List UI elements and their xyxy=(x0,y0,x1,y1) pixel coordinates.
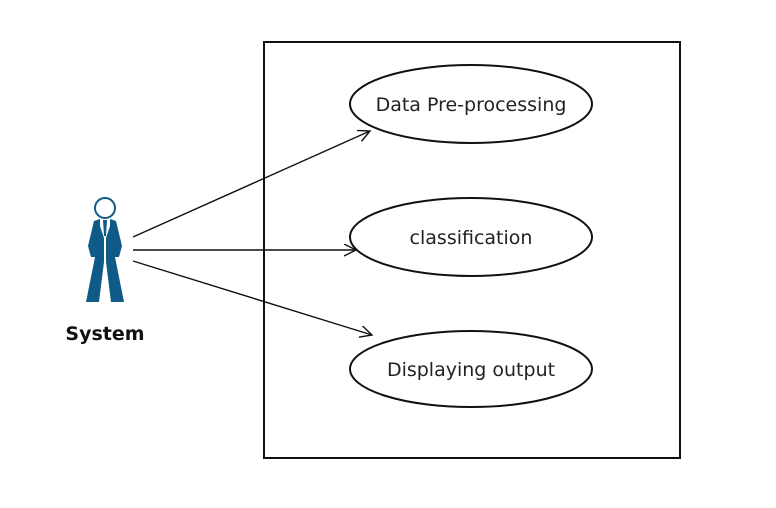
use-case-preprocessing: Data Pre-processing xyxy=(349,64,593,144)
use-case-classification: classification xyxy=(349,197,593,277)
actor-label: System xyxy=(65,323,144,345)
use-case-ellipse xyxy=(349,197,593,277)
actor-system: System xyxy=(65,197,145,345)
associations xyxy=(132,131,372,335)
use-case-label: classification xyxy=(410,227,533,249)
association-arrow-preprocessing xyxy=(132,131,370,238)
use-case-ellipse xyxy=(349,64,593,144)
association-arrow-output xyxy=(132,260,372,335)
use-case-label: Data Pre-processing xyxy=(376,94,567,116)
use-case-output: Displaying output xyxy=(349,330,593,408)
use-case-label: Displaying output xyxy=(387,359,555,381)
person-icon xyxy=(86,197,124,302)
use-case-ellipse xyxy=(349,330,593,408)
